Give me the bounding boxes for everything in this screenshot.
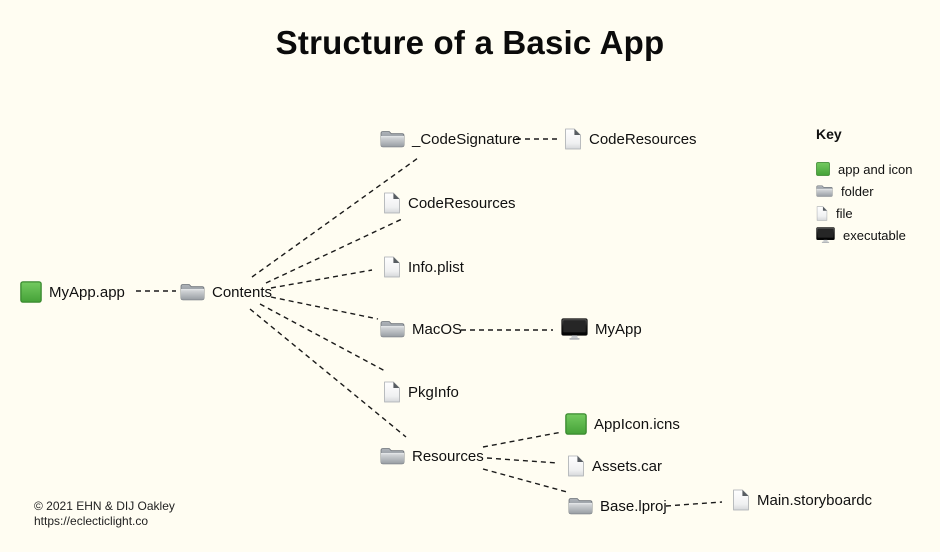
connector-contents-infoplist bbox=[270, 269, 373, 289]
node-infoplist: Info.plist bbox=[383, 253, 464, 281]
file-icon bbox=[567, 455, 585, 477]
app-icon bbox=[20, 281, 42, 303]
connector-resources-appicon bbox=[482, 431, 563, 448]
node-label: Main.storyboardc bbox=[757, 491, 873, 509]
copyright-line: © 2021 EHN & DIJ Oakley bbox=[34, 499, 175, 513]
node-myapp-app: MyApp.app bbox=[20, 278, 125, 306]
node-label: Contents bbox=[212, 283, 273, 301]
app-icon bbox=[565, 413, 587, 435]
app-icon bbox=[816, 162, 830, 176]
node-myapp-executable: MyApp bbox=[561, 315, 642, 343]
file-icon bbox=[564, 128, 582, 150]
connector-contents-macos bbox=[270, 296, 379, 320]
folder-icon bbox=[568, 496, 593, 516]
key-item-executable: executable bbox=[816, 224, 912, 246]
key-item-file: file bbox=[816, 202, 912, 224]
node-coderesources: CodeResources bbox=[383, 189, 516, 217]
page-title: Structure of a Basic App bbox=[275, 24, 665, 61]
node-label: MacOS bbox=[412, 320, 463, 338]
file-icon bbox=[383, 192, 401, 214]
folder-icon bbox=[380, 129, 405, 149]
copyright-note: © 2021 EHN & DIJ Oakley https://eclectic… bbox=[34, 499, 175, 529]
node-label: CodeResources bbox=[408, 194, 516, 212]
connector-contents-resources bbox=[249, 308, 407, 438]
key-item-label: folder bbox=[841, 183, 874, 199]
key-legend: Key app and icon folder file executable bbox=[816, 126, 912, 246]
key-item-label: file bbox=[836, 205, 853, 221]
node-label: CodeResources bbox=[589, 130, 697, 148]
node-coderesources-signature: CodeResources bbox=[564, 125, 697, 153]
file-icon bbox=[383, 256, 401, 278]
node-codesignature: _CodeSignature bbox=[380, 125, 520, 153]
node-label: PkgInfo bbox=[408, 383, 459, 401]
node-label: Assets.car bbox=[592, 457, 663, 475]
key-item-label: app and icon bbox=[838, 161, 913, 177]
node-label: Base.lproj bbox=[600, 497, 667, 515]
file-icon bbox=[816, 205, 828, 221]
executable-icon bbox=[561, 317, 588, 341]
node-baselproj: Base.lproj bbox=[568, 492, 667, 520]
key-title: Key bbox=[816, 126, 842, 142]
node-label: MyApp bbox=[595, 320, 642, 338]
node-macos: MacOS bbox=[380, 315, 462, 343]
node-pkginfo: PkgInfo bbox=[383, 378, 459, 406]
node-label: Resources bbox=[412, 447, 484, 465]
key-item-app: app and icon bbox=[816, 158, 912, 180]
folder-icon bbox=[180, 282, 205, 302]
connector-resources-baselproj bbox=[482, 468, 568, 493]
node-mainstoryboardc: Main.storyboardc bbox=[732, 486, 872, 514]
connector-baselproj-mainstoryboardc bbox=[665, 501, 723, 507]
node-resources: Resources bbox=[380, 442, 484, 470]
copyright-url: https://eclecticlight.co bbox=[34, 514, 149, 528]
connector-contents-codesignature bbox=[251, 157, 419, 278]
file-icon bbox=[732, 489, 750, 511]
node-contents: Contents bbox=[180, 278, 272, 306]
key-item-label: executable bbox=[843, 227, 906, 243]
file-icon bbox=[383, 381, 401, 403]
connector-contents-coderesources bbox=[265, 218, 403, 284]
node-label: MyApp.app bbox=[49, 283, 125, 301]
node-label: Info.plist bbox=[408, 258, 464, 276]
connector-contents-pkginfo bbox=[259, 303, 386, 372]
key-item-folder: folder bbox=[816, 180, 912, 202]
node-label: _CodeSignature bbox=[412, 130, 521, 148]
folder-icon bbox=[380, 446, 405, 466]
connector-resources-assetscar bbox=[486, 457, 558, 464]
folder-icon bbox=[816, 184, 833, 198]
node-appicon: AppIcon.icns bbox=[565, 410, 680, 438]
executable-icon bbox=[816, 226, 835, 244]
folder-icon bbox=[380, 319, 405, 339]
node-assetscar: Assets.car bbox=[567, 452, 662, 480]
node-label: AppIcon.icns bbox=[594, 415, 680, 433]
